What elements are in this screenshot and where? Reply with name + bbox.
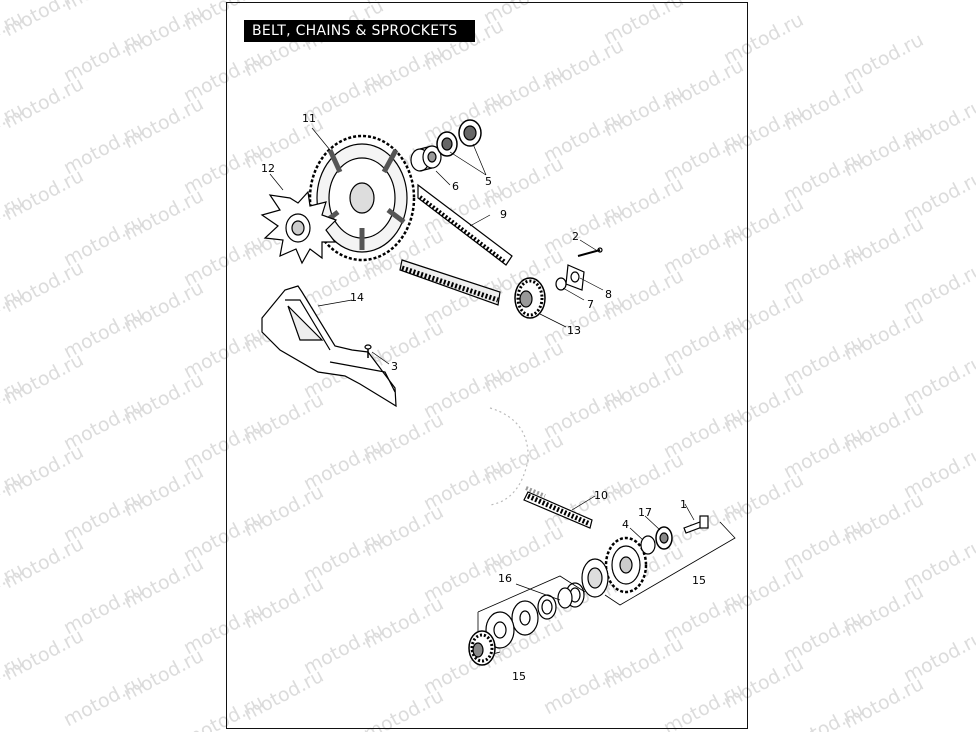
diagram-title: BELT, CHAINS & SPROCKETS bbox=[244, 20, 476, 42]
callout-7: 7 bbox=[587, 298, 594, 311]
bearing-17[interactable] bbox=[655, 526, 673, 550]
callout-10: 10 bbox=[594, 489, 608, 502]
drive-belt-lower[interactable] bbox=[399, 259, 501, 306]
callout-14: 14 bbox=[350, 291, 364, 304]
diagram-frame bbox=[226, 2, 748, 729]
callout-1: 1 bbox=[680, 498, 687, 511]
callout-13: 13 bbox=[567, 324, 581, 337]
callout-2: 2 bbox=[572, 230, 579, 243]
callout-9: 9 bbox=[500, 208, 507, 221]
callout-15-lower: 15 bbox=[512, 670, 526, 683]
rear-belt-sprocket[interactable] bbox=[308, 134, 416, 262]
callout-11: 11 bbox=[302, 112, 316, 125]
assembly-bracket-upper bbox=[604, 521, 736, 606]
drive-belt[interactable] bbox=[417, 183, 513, 266]
phantom-outline bbox=[489, 407, 529, 506]
spacer[interactable] bbox=[410, 145, 442, 172]
callout-16: 16 bbox=[498, 572, 512, 585]
primary-chain[interactable] bbox=[523, 486, 593, 529]
guard-screw[interactable] bbox=[364, 344, 372, 358]
belt-guard[interactable] bbox=[261, 285, 397, 408]
transmission-sprocket[interactable] bbox=[514, 277, 546, 319]
sprocket-nut[interactable] bbox=[555, 277, 567, 291]
callout-3: 3 bbox=[391, 360, 398, 373]
lock-screw[interactable] bbox=[577, 247, 603, 257]
callout-4: 4 bbox=[622, 518, 629, 531]
callout-12: 12 bbox=[261, 162, 275, 175]
clutch-sprocket[interactable] bbox=[581, 536, 648, 598]
compensating-sprocket[interactable] bbox=[468, 630, 496, 666]
callout-6: 6 bbox=[452, 180, 459, 193]
leader-lines bbox=[269, 127, 695, 601]
callout-8: 8 bbox=[605, 288, 612, 301]
callout-15-upper: 15 bbox=[692, 574, 706, 587]
callout-17: 17 bbox=[638, 506, 652, 519]
lock-plate[interactable] bbox=[565, 264, 585, 291]
rubber-isolator[interactable] bbox=[260, 190, 338, 265]
bearings[interactable] bbox=[436, 119, 482, 157]
spacer-washer-4[interactable] bbox=[640, 535, 656, 555]
bolt-1[interactable] bbox=[683, 515, 709, 534]
friction-washers[interactable] bbox=[485, 582, 585, 649]
callout-5: 5 bbox=[485, 175, 492, 188]
